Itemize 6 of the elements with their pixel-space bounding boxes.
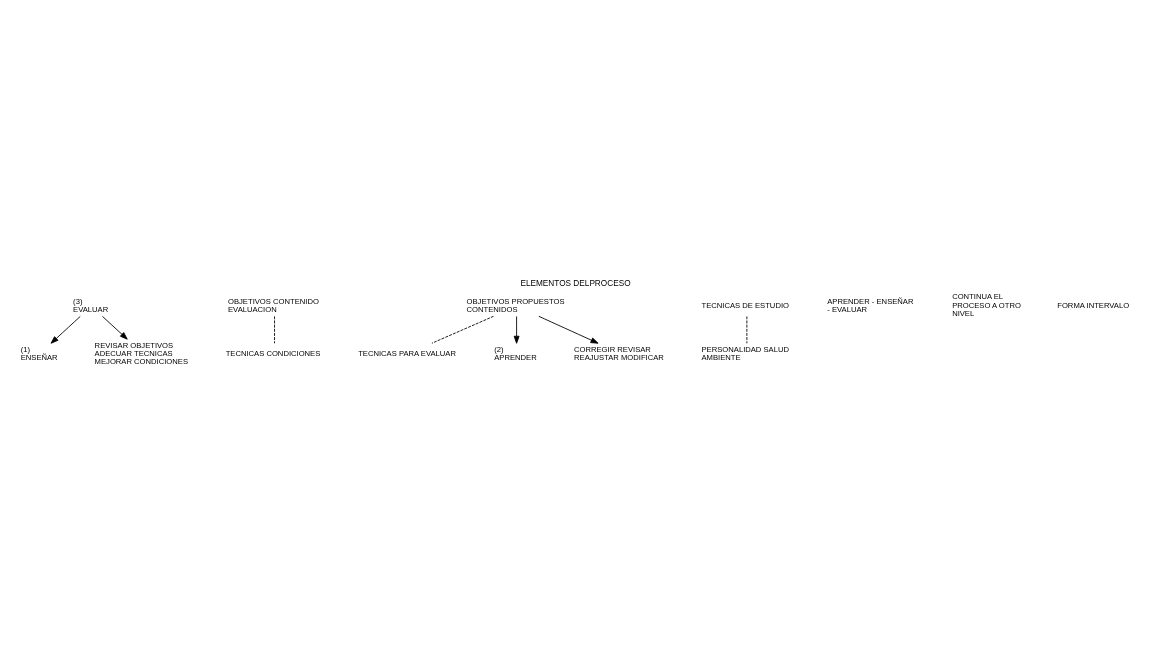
arrow <box>50 315 81 344</box>
arrow <box>513 315 520 344</box>
connector <box>274 315 275 344</box>
arrow <box>102 315 128 340</box>
connector <box>431 315 494 344</box>
arrow <box>538 315 599 344</box>
